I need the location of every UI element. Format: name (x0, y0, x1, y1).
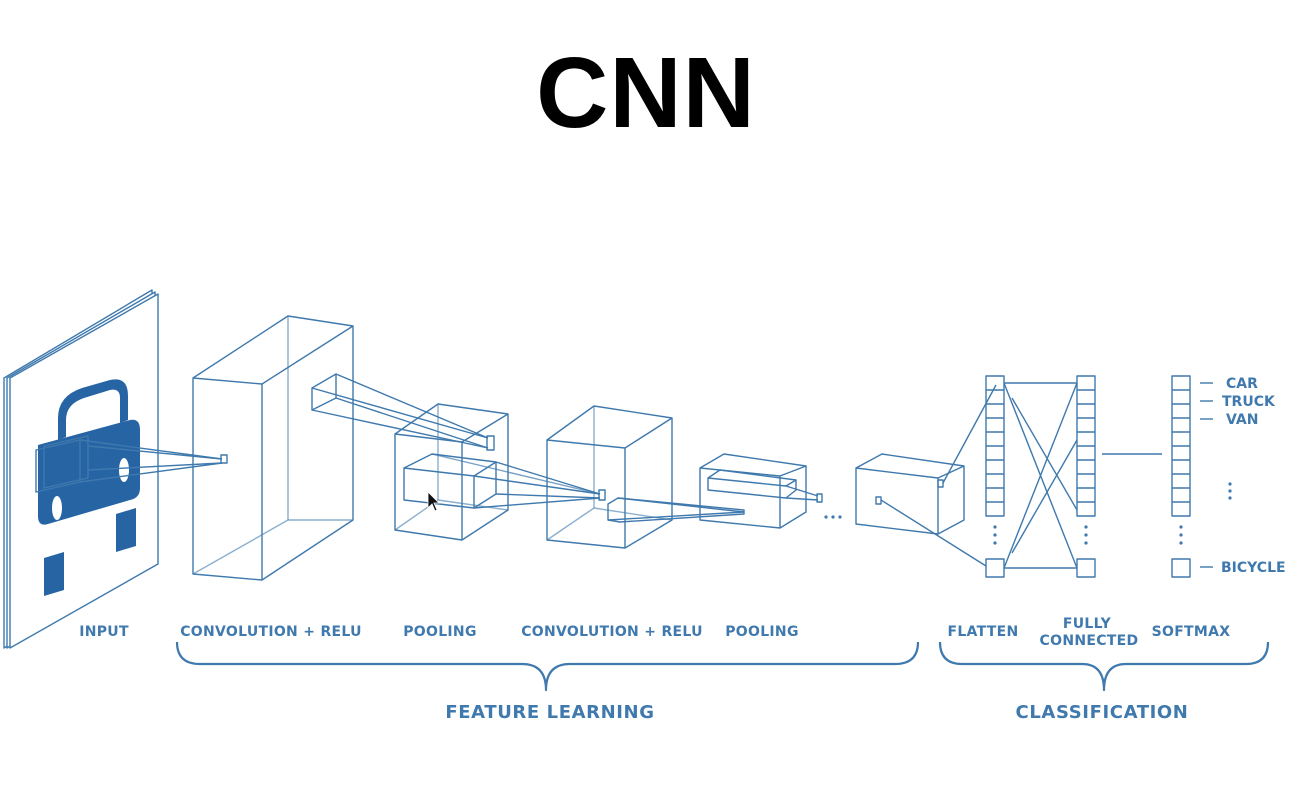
pool2-volume (699, 453, 807, 529)
flatten-column (985, 375, 1005, 578)
final-feature-volume (855, 453, 965, 535)
label-conv1: CONVOLUTION + RELU (180, 624, 362, 640)
label-pool1: POOLING (403, 624, 477, 640)
class-label: CAR (1226, 376, 1258, 392)
pool1-volume (394, 403, 509, 541)
dense-connections (1003, 382, 1078, 569)
classification-brace (938, 641, 1270, 692)
class-label: BICYCLE (1221, 560, 1286, 576)
page-title: CNN (536, 37, 756, 149)
class-label: VAN (1226, 412, 1258, 428)
label-fully-connected-line1: FULLY (1063, 616, 1112, 632)
label-softmax: SOFTMAX (1152, 624, 1231, 640)
feature-learning-brace (175, 641, 920, 692)
conv2-volume (546, 405, 673, 549)
label-flatten: FLATTEN (947, 624, 1018, 640)
label-fully-connected-line2: CONNECTED (1040, 633, 1139, 649)
car-icon (38, 379, 140, 596)
label-pool2: POOLING (725, 624, 799, 640)
label-feature-learning: FEATURE LEARNING (445, 702, 654, 723)
label-classification: CLASSIFICATION (1016, 702, 1189, 723)
ellipsis-dots (824, 515, 842, 519)
fully-connected-column (1076, 375, 1096, 578)
label-input: INPUT (79, 624, 129, 640)
class-label: TRUCK (1222, 394, 1276, 410)
softmax-column (1171, 375, 1191, 578)
mouse-pointer-icon (427, 491, 440, 512)
label-conv2: CONVOLUTION + RELU (521, 624, 703, 640)
conv1-volume (192, 315, 354, 581)
